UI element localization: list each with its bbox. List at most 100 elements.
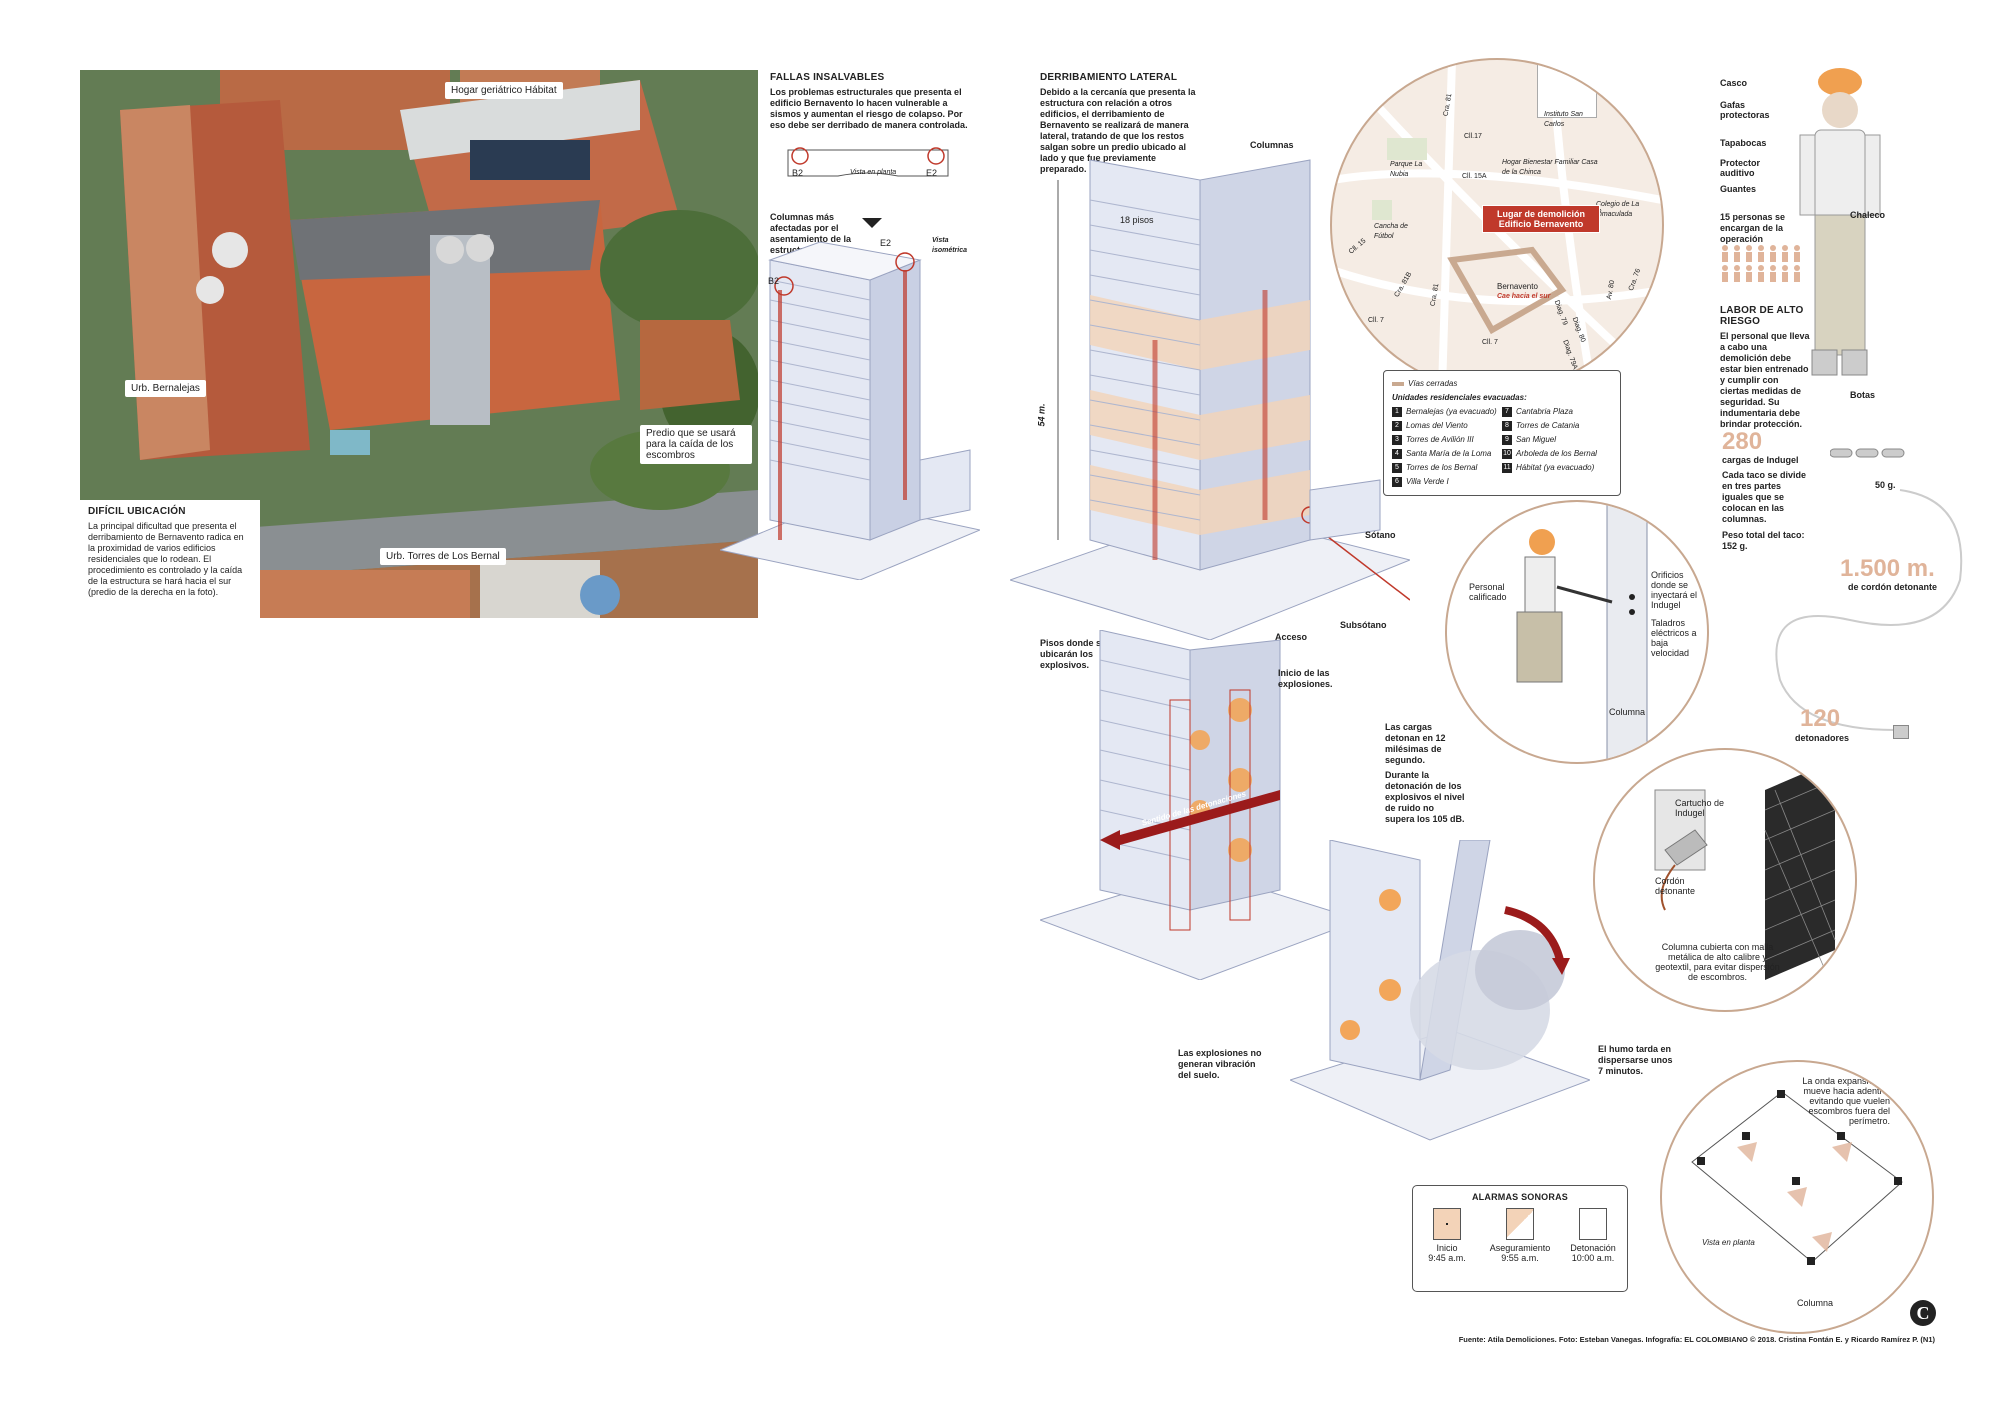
collapsing-building-drawing: [1288, 839, 1592, 1141]
logo-icon: C: [1910, 1300, 1936, 1326]
peso-text: Peso total del taco: 152 g.: [1722, 530, 1805, 551]
cargas-text: cargas de Indugel: [1722, 455, 1799, 465]
cordon-number: 1.500 m.: [1840, 555, 1935, 582]
g50-label: 50 g.: [1875, 480, 1896, 490]
onda-columna: Columna: [1797, 1298, 1834, 1308]
iso-building-small-drawing: [718, 241, 982, 581]
fallas-text: Los problemas estructurales que presenta…: [770, 87, 968, 130]
locator-map: [1537, 60, 1597, 118]
tag-torres: Urb. Torres de Los Bernal: [380, 548, 506, 565]
cargas-number: 280: [1722, 428, 1763, 455]
plan-b2: B2: [792, 168, 804, 178]
vibracion-label: Las explosiones no generan vibración del…: [1178, 1048, 1262, 1080]
cartucho-label: Cartucho de Indugel: [1675, 798, 1725, 818]
plan-label: Vista en planta: [850, 169, 897, 176]
worker-figure: Casco Gafas protectoras Tapabocas Protec…: [1720, 60, 1920, 440]
cartucho-circle: Cartucho de Indugel Cordón detonante: [1593, 748, 1857, 1012]
street-label: Cll. 15A: [1462, 173, 1487, 180]
cordon-text: de cordón detonante: [1848, 582, 1938, 592]
collapsing-building: [1288, 839, 1592, 1150]
orificios-label: Orificios donde se inyectará el Indugel: [1651, 570, 1698, 610]
derribamiento-section: DERRIBAMIENTO LATERAL Debido a la cercan…: [1040, 72, 1200, 175]
onda-circle: La onda expansiva se mueve hacia adentro…: [1660, 1060, 1934, 1334]
labor-title: LABOR DE ALTO RIESGO: [1720, 305, 1804, 327]
alarma-time: 9:45 a.m.: [1428, 1253, 1466, 1263]
onda-text: La onda expansiva se mueve hacia adentro…: [1802, 1076, 1890, 1126]
columnas-afectadas: Columnas más afectadas por el asentamien…: [770, 212, 852, 255]
street-label: Cll.17: [1464, 133, 1482, 140]
altura-label: 54 m.: [1036, 403, 1047, 427]
main-building-drawing: [1008, 159, 1412, 641]
exploding-building: Sentido de las detonaciones: [1038, 629, 1362, 981]
onda-drawing: [1691, 1090, 1903, 1265]
pisos-explosivos: Pisos donde se ubicarán los explosivos.: [1040, 638, 1107, 670]
derribamiento-text: Debido a la cercanía que presenta la est…: [1040, 87, 1196, 174]
pisos18-label: 18 pisos: [1120, 215, 1154, 225]
sotano-label: Sótano: [1365, 530, 1396, 540]
tag-bernalejas: Urb. Bernalejas: [125, 380, 206, 397]
tag-hogar-habitat: Hogar geriátrico Hábitat: [445, 82, 563, 99]
plan-e2: E2: [926, 168, 938, 178]
iso-building-small: B2 E2: [718, 238, 982, 581]
drill-drawing: [1516, 502, 1648, 762]
worker-label: Protector auditivo: [1720, 158, 1761, 178]
cartucho-drawing: [1654, 760, 1836, 980]
fallas-section: FALLAS INSALVABLES Los problemas estruct…: [770, 72, 970, 131]
derribamiento-title: DERRIBAMIENTO LATERAL: [1040, 72, 1178, 83]
labor-text: El personal que lleva a cabo una demolic…: [1720, 331, 1810, 429]
worker-label: Tapabocas: [1720, 138, 1767, 148]
cargas-label: Las cargas detonan en 12 milésimas de se…: [1385, 722, 1446, 765]
dificil-ubicacion-title: DIFÍCIL UBICACIÓN: [88, 506, 186, 517]
map-circle: Cra. 81 Cll.17 Cll. 15A Cll. 15 Cll. 15 …: [1330, 58, 1664, 392]
bernavento-label: Bernavento: [1497, 282, 1538, 291]
cae-label: Cae hacia el sur: [1497, 293, 1551, 300]
ruido-label: Durante la detonación de los explosivos …: [1385, 770, 1465, 824]
legend-title: Unidades residenciales evacuadas:: [1392, 393, 1527, 402]
tag-predio: Predio que se usará para la caída de los…: [640, 425, 752, 464]
place-label: Colegio de La Inmaculada: [1596, 201, 1640, 218]
fallas-title: FALLAS INSALVABLES: [770, 72, 885, 83]
iso-b2: B2: [768, 276, 780, 286]
clock-icon: [1506, 1208, 1534, 1240]
street-label: Cll. 7: [1368, 317, 1384, 324]
indugel-stick-icon: [1829, 446, 1910, 458]
labor-section: LABOR DE ALTO RIESGO El personal que lle…: [1720, 305, 1810, 430]
alarma-item: Aseguramiento 9:55 a.m.: [1485, 1208, 1555, 1263]
drill-circle: Personal calificado Orificios donde se i…: [1445, 500, 1709, 764]
worker-label: Botas: [1850, 390, 1876, 400]
clock-icon: [1433, 1208, 1461, 1240]
acceso-label: Acceso: [1275, 632, 1308, 642]
worker-label: Chaleco: [1850, 210, 1886, 220]
main-building: Columnas 18 pisos 54 m. Sótano Subsótano…: [1008, 140, 1412, 642]
place-label: Cancha de Fútbol: [1374, 223, 1408, 240]
legend-vias: Vías cerradas: [1408, 379, 1458, 388]
exploding-building-drawing: [1038, 629, 1362, 981]
columnas-label: Columnas: [1250, 140, 1294, 150]
cordon-label: Cordón detonante: [1655, 876, 1696, 896]
alarma-time: 9:55 a.m.: [1501, 1253, 1539, 1263]
cordon-wire: [1775, 489, 1963, 731]
alarmas-title: ALARMAS SONORAS: [1471, 1192, 1568, 1202]
subsotano-label: Subsótano: [1340, 620, 1387, 630]
place-label: Instituto San Carlos: [1544, 111, 1583, 128]
dificil-ubicacion-box: DIFÍCIL UBICACIÓN La principal dificulta…: [80, 500, 260, 618]
iso-e2: E2: [880, 238, 892, 248]
humo-label: El humo tarda en dispersarse unos 7 minu…: [1598, 1044, 1673, 1076]
place-label: Hogar Bienestar Familiar Casa de la Chin…: [1502, 159, 1598, 176]
alarma-name: Detonación: [1570, 1243, 1616, 1253]
worker-label: Casco: [1720, 78, 1748, 88]
worker-label: Gafas protectoras: [1720, 100, 1770, 120]
clock-icon: [1579, 1208, 1607, 1240]
aerial-photo: Hogar geriátrico Hábitat Urb. Bernalejas…: [80, 70, 758, 618]
alarmas-box: ALARMAS SONORAS Inicio 9:45 a.m. Asegura…: [1412, 1185, 1628, 1292]
footer-credits: Fuente: Atila Demoliciones. Foto: Esteba…: [1458, 1335, 1935, 1344]
